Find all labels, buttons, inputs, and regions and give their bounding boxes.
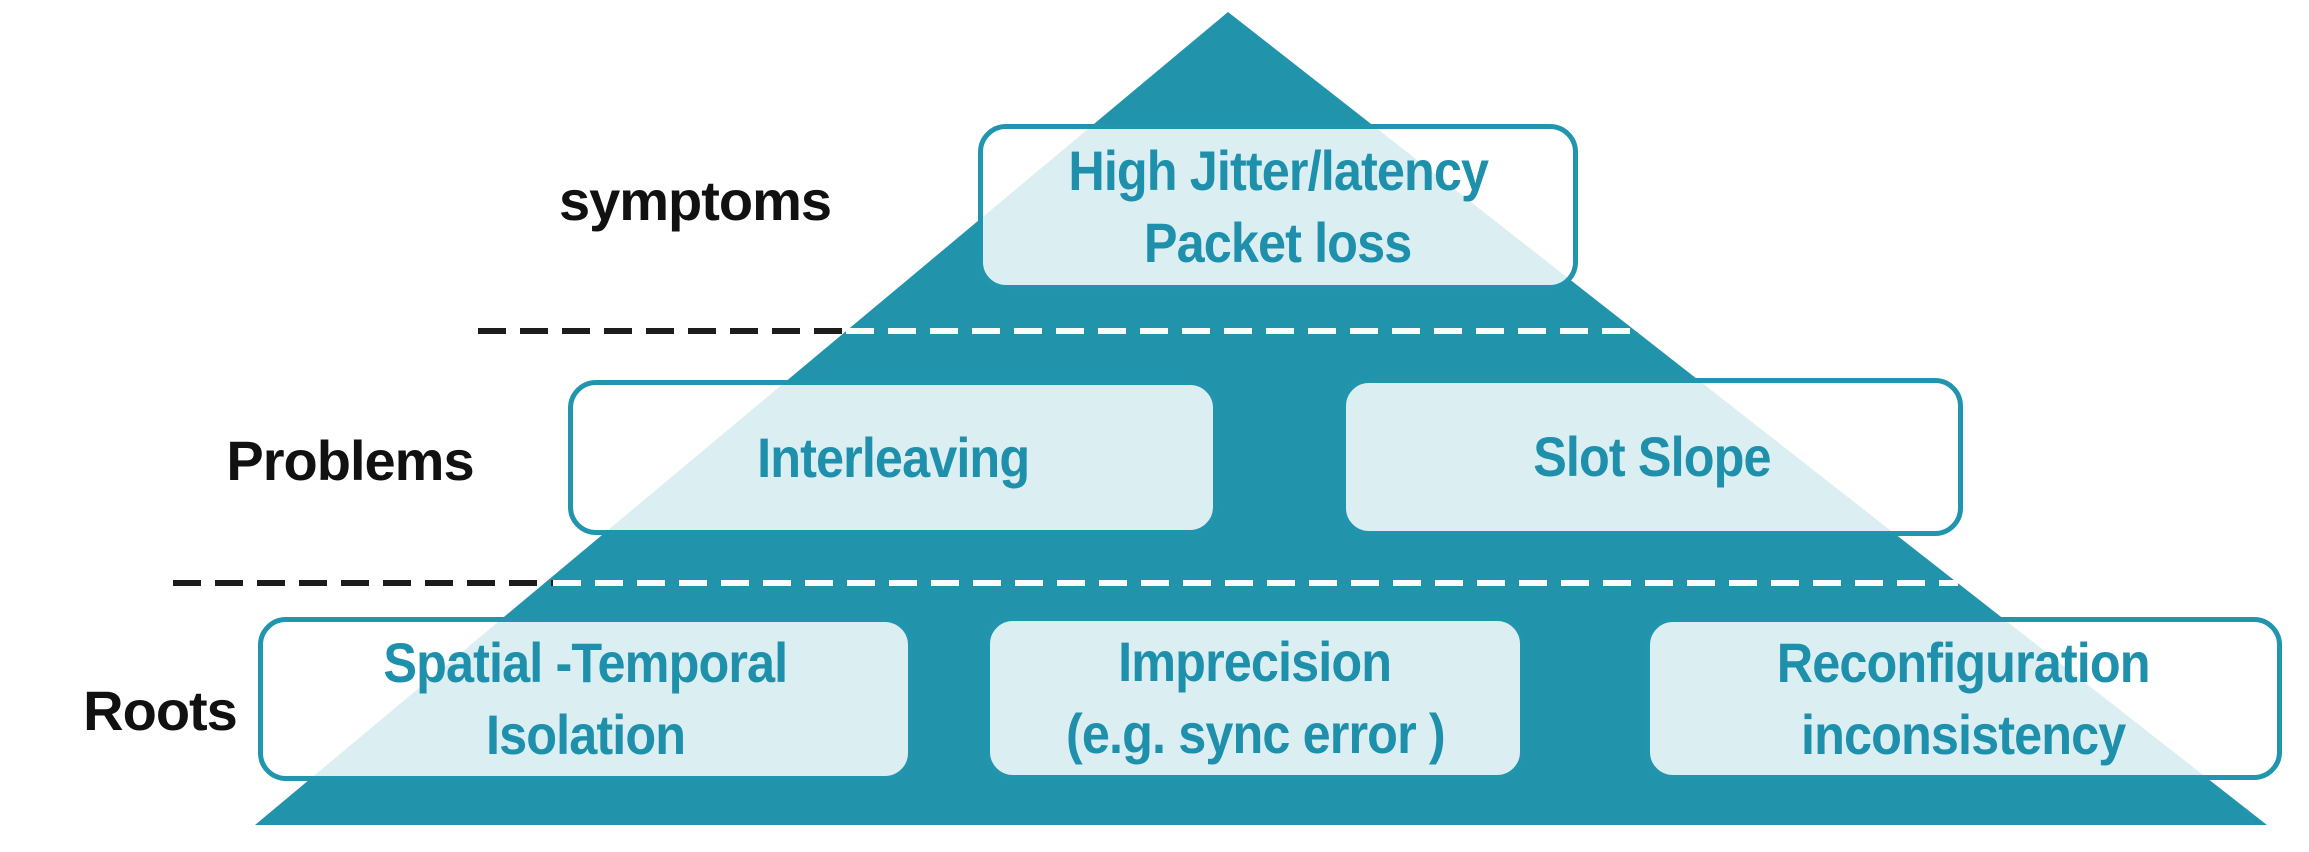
node-text-line: inconsistency bbox=[1801, 702, 2126, 766]
node-text-line: Spatial -Temporal bbox=[383, 631, 789, 694]
tier-label-symptoms: symptoms bbox=[558, 169, 832, 232]
node-reconfiguration-inconsistency: Reconfiguration inconsistency bbox=[1645, 617, 2282, 780]
node-text-line: Packet loss bbox=[1144, 211, 1412, 274]
separator-symptoms-problems-black bbox=[478, 328, 846, 334]
tier-label-roots: Roots bbox=[83, 679, 238, 742]
node-text-line: (e.g. sync error ) bbox=[1065, 702, 1446, 765]
tier-label-problems: Problems bbox=[226, 429, 474, 492]
node-imprecision-sync-error: Imprecision (e.g. sync error ) bbox=[985, 616, 1525, 780]
node-text-line: Imprecision bbox=[1118, 630, 1392, 693]
node-interleaving: Interleaving bbox=[568, 380, 1218, 535]
node-text-line: Interleaving bbox=[756, 425, 1030, 489]
node-text-line: High Jitter/latency bbox=[1068, 139, 1489, 202]
node-text-line: Isolation bbox=[485, 703, 686, 766]
separator-problems-roots-white bbox=[553, 580, 1958, 586]
separator-problems-roots-black bbox=[173, 580, 553, 586]
node-text-line: Slot Slope bbox=[1533, 425, 1771, 488]
node-high-jitter-packet-loss: High Jitter/latency Packet loss bbox=[978, 124, 1578, 290]
node-slot-slope: Slot Slope bbox=[1341, 378, 1963, 536]
separator-symptoms-problems-white bbox=[846, 328, 1636, 334]
node-spatial-temporal-isolation: Spatial -Temporal Isolation bbox=[258, 617, 913, 781]
node-text-line: Reconfiguration bbox=[1777, 630, 2151, 694]
